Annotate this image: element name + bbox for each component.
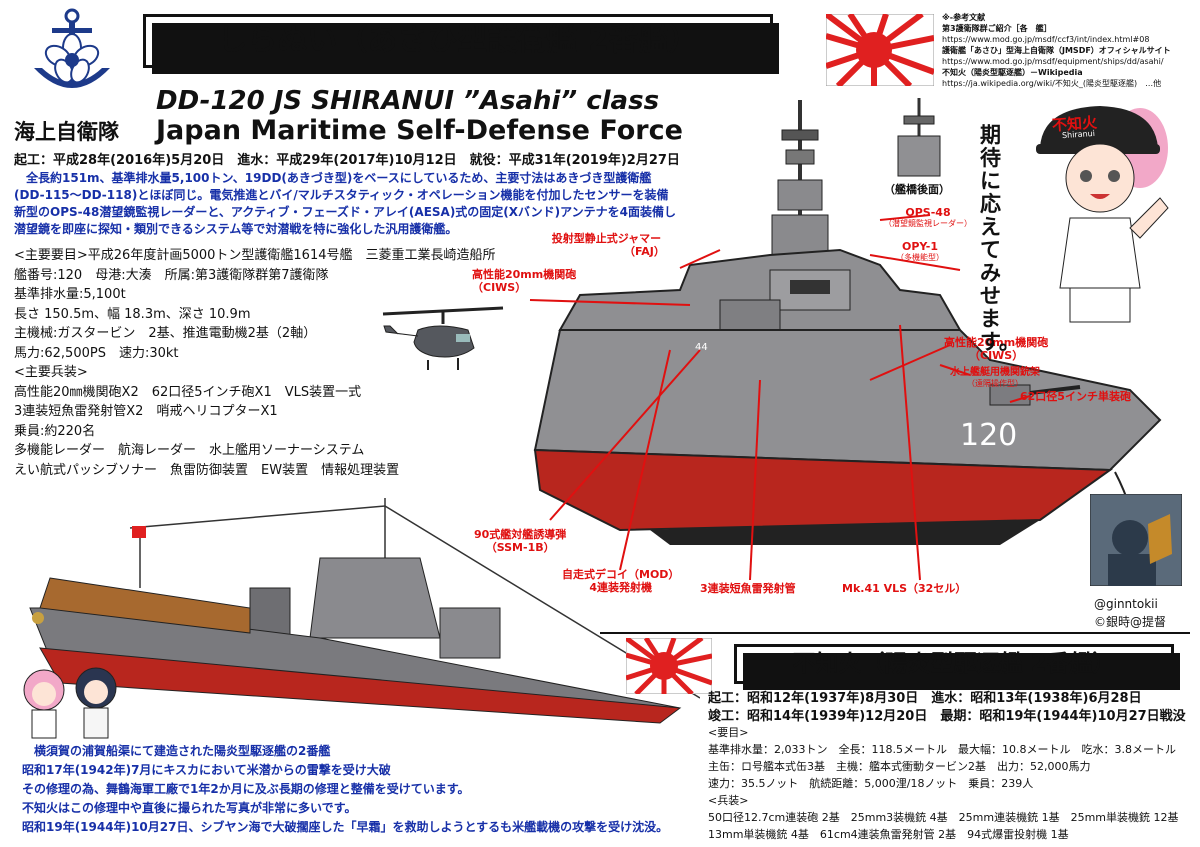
opy1-label-text: OPY-1: [902, 240, 938, 253]
ww2-history-line: 昭和17年(1942年)7月にキスカにおいて米潜からの雷撃を受け大破: [22, 763, 391, 777]
ops48-label-sub: （潜望鏡監視レーダー）: [884, 219, 972, 228]
ww2-history-line: 昭和19年(1944年)10月27日、シブヤン海で大破擱座した「早霜」を救助しよ…: [22, 820, 669, 834]
divider: [600, 632, 1190, 634]
jammer-label-sub: （FAJ）: [624, 245, 665, 258]
force-name-en: Japan Maritime Self-Defense Force: [156, 115, 683, 146]
character-speech: 期待に応えてみせます。: [980, 123, 1020, 354]
rws-label-text: 水上艦艇用機関銃架: [950, 367, 1040, 378]
rws-label-sub: （遠隔操作型）: [967, 379, 1023, 388]
opy1-label-sub: （多機能型）: [896, 253, 944, 262]
ww2-history: 横須賀の浦賀船渠にて建造された陽炎型駆逐艦の2番艦 昭和17年(1942年)7月…: [22, 742, 668, 837]
fore-number: 44: [695, 342, 708, 353]
rising-sun-flag-icon: [626, 638, 712, 694]
jammer-label-text: 投射型静止式ジャマー: [551, 232, 662, 245]
spec-line: 乗員:約220名: [14, 423, 96, 439]
ww2-spec-line: 速力：35.5ノット 航続距離：5,000浬/18ノット 乗員：239人: [708, 777, 1034, 790]
ciws-right-label-sub: （CIWS）: [969, 349, 1024, 362]
spec-line: 艦番号:120 母港:大湊 所属:第3護衛隊群第7護衛隊: [14, 267, 329, 283]
ship-subtitle: DD-120 JS SHIRANUI ”Asahi” class: [156, 86, 660, 116]
references: ※-参考文献 第3護衛隊群ご紹介［各 艦］ https://www.mod.go…: [942, 12, 1192, 89]
reference-line: 第3護衛隊群ご紹介［各 艦］: [942, 24, 1052, 33]
description-line: 全長約151m、基準排水量5,100トン、19DD(あきづき型)をベースにしてい…: [14, 171, 652, 185]
spec-line: 多機能レーダー 航海レーダー 水上艦用ソーナーシステム: [14, 443, 365, 458]
jmsdf-anchor-emblem-icon: [34, 8, 110, 88]
spec-line: えい航式パッシブソナー 魚雷防御装置 EW装置 情報処理装置: [14, 462, 400, 478]
ww2-history-line: その修理の為、舞鶴海軍工廠で1年2か月に及ぶ長期の修理と整備を受けています。: [22, 782, 470, 796]
mod-label: 自走式デコイ（MOD） 4連装発射機: [562, 568, 679, 594]
ww2-title: 不知火（陽炎型駆逐艦 2番艦）: [734, 644, 1180, 690]
artist-avatar: [1090, 494, 1182, 586]
build-dates: 起工：平成28年(2016年)5月20日 進水：平成29年(2017年)10月1…: [14, 153, 680, 168]
vls-label: Mk.41 VLS（32セル）: [842, 582, 967, 595]
reference-url[interactable]: https://ja.wikipedia.org/wiki/不知火_(陽炎型駆逐…: [942, 79, 1162, 88]
mod-label-text: 自走式デコイ（MOD）: [562, 568, 680, 581]
description: 全長約151m、基準排水量5,100トン、19DD(あきづき型)をベースにしてい…: [14, 170, 676, 238]
ops48-label-text: OPS-48: [905, 206, 951, 219]
ww2-dates: 起工：昭和12年(1937年)8月30日 進水：昭和13年(1938年)6月28…: [708, 690, 1186, 726]
spec-line: 馬力:62,500PS 速力:30kt: [14, 345, 179, 361]
ww2-history-line: 不知火はこの修理中や直後に撮られた写真が非常に多いです。: [22, 801, 357, 815]
ciws-left-label: 高性能20mm機関砲 （CIWS）: [472, 268, 576, 294]
chibi-characters: [23, 667, 117, 739]
spec-line: 長さ 150.5m、幅 18.3m、深さ 10.9m: [14, 306, 251, 322]
ww2-date-line: 起工：昭和12年(1937年)8月30日 進水：昭和13年(1938年)6月28…: [708, 691, 1142, 706]
ssm-label-text: 90式艦対艦誘導弾: [474, 528, 567, 541]
ciws-right-label-text: 高性能20mm機関砲: [944, 336, 1049, 349]
description-line: (DD-115～DD-118)とほぼ同じ。電気推進とバイ/マルチスタティック・オ…: [14, 188, 669, 202]
ww2-history-line: 横須賀の浦賀船渠にて建造された陽炎型駆逐艦の2番艦: [22, 744, 331, 758]
ww2-arms-line: 50口径12.7cm連装砲 2基 25mm3装機銃 4基 25mm連装機銃 1基…: [708, 811, 1179, 824]
artist-copyright: ©銀時@提督: [1094, 615, 1167, 629]
ww2-destroyer-illustration: [29, 498, 700, 724]
ww2-spec-line: 基準排水量：2,033トン 全長：118.5メートル 最大幅：10.8メートル …: [708, 743, 1176, 756]
rising-sun-flag-icon: [826, 14, 934, 86]
torpedo-label: 3連装短魚雷発射管: [700, 582, 796, 595]
opy1-label: OPY-1 （多機能型）: [896, 240, 944, 263]
modern-destroyer-illustration: 120 44: [529, 100, 1162, 581]
ww2-specs-heading: <要目>: [708, 726, 749, 739]
rws-label: 水上艦艇用機関銃架 （遠隔操作型）: [950, 366, 1040, 389]
description-line: 新型のOPS-48潜望鏡監視レーダーと、アクティブ・フェーズド・アレイ(AESA…: [14, 205, 676, 219]
ww2-specs: <要目> 基準排水量：2,033トン 全長：118.5メートル 最大幅：10.8…: [708, 724, 1179, 843]
ssm-label-sub: （SSM-1B）: [485, 541, 555, 554]
reference-line: 不知火（陽炎型駆逐艦）－Wikipedia: [942, 68, 1083, 77]
bridge-rear-label: （艦橋後面）: [884, 183, 950, 196]
description-line: 潜望鏡を即座に探知・類別できるシステム等で対潜戦を特に強化した汎用護衛艦。: [14, 222, 458, 236]
reference-line: 護衛艦「あさひ」型海上自衛隊（JMSDF）オフィシャルサイト: [942, 46, 1171, 55]
spec-line: 高性能20㎜機関砲X2 62口径5インチ砲X1 VLS装置一式: [14, 384, 362, 400]
ww2-arms-line: 13mm単装機銃 4基 61cm4連装魚雷発射管 2基 94式爆雷投射機 1基: [708, 828, 1069, 841]
ww2-arms-heading: <兵装>: [708, 794, 749, 807]
ops48-label: OPS-48 （潜望鏡監視レーダー）: [884, 206, 972, 229]
mod-label-sub: 4連装発射機: [589, 581, 653, 594]
bridge-rear-inset: [897, 98, 941, 177]
ciws-left-label-text: 高性能20mm機関砲: [472, 268, 577, 281]
reference-url[interactable]: https://www.mod.go.jp/msdf/equipment/shi…: [942, 57, 1164, 66]
gun-label: 62口径5インチ単装砲: [1020, 390, 1131, 403]
ww2-date-line: 竣工：昭和14年(1939年)12月20日 最期：昭和19年(1944年)10月…: [708, 709, 1186, 724]
ciws-right-label: 高性能20mm機関砲 （CIWS）: [944, 336, 1048, 362]
reference-url[interactable]: https://www.mod.go.jp/msdf/ccf3/int/inde…: [942, 35, 1150, 44]
helicopter-illustration: [382, 306, 504, 370]
spec-line: <主要要目>平成26年度計画5000トン型護衛艦1614号艦 三菱重工業長崎造船…: [14, 248, 496, 263]
spec-line: <主要兵装>: [14, 365, 88, 380]
spec-line: 基準排水量:5,100t: [14, 287, 126, 302]
spec-list: <主要要目>平成26年度計画5000トン型護衛艦1614号艦 三菱重工業長崎造船…: [14, 246, 496, 480]
force-name-jp: 海上自衛隊: [14, 120, 119, 144]
jammer-label: 投射型静止式ジャマー （FAJ）: [548, 232, 665, 258]
page-title: しらぬい（あさひ型護衛艦 2番艦）: [143, 14, 779, 74]
ssm-label: 90式艦対艦誘導弾 （SSM-1B）: [474, 528, 566, 554]
ciws-left-label-sub: （CIWS）: [472, 281, 527, 294]
spec-line: 主機械:ガスタービン 2基、推進電動機2基（2軸）: [14, 326, 317, 341]
hull-number: 120: [960, 418, 1017, 453]
ww2-spec-line: 主缶：ロ号艦本式缶3基 主機：艦本式衝動タービン2基 出力：52,000馬力: [708, 760, 1091, 773]
spec-line: 3連装短魚雷発射管X2 哨戒ヘリコプターX1: [14, 404, 278, 419]
references-heading: ※-参考文献: [942, 13, 986, 22]
character-illustration: [1036, 106, 1169, 323]
artist-handle[interactable]: @ginntokii: [1094, 597, 1158, 611]
